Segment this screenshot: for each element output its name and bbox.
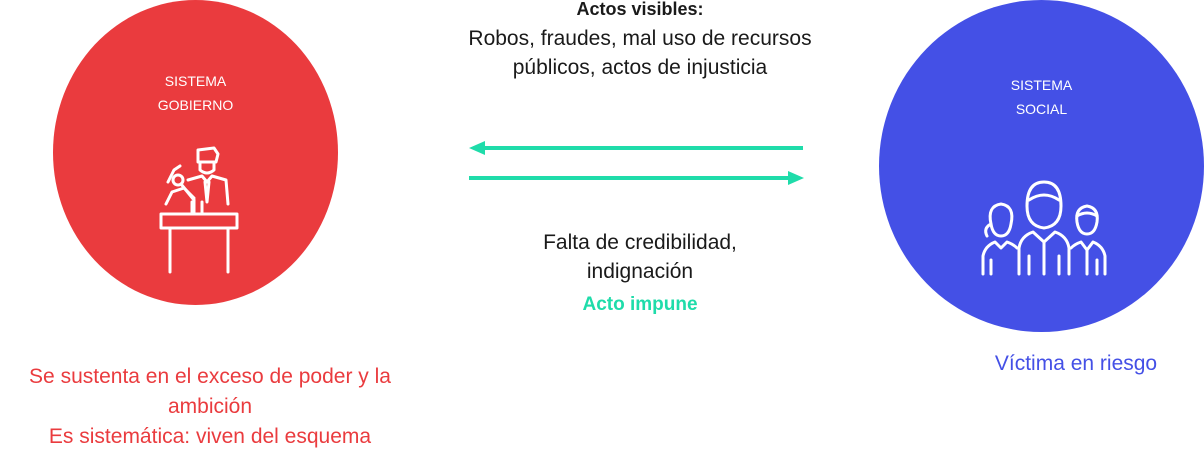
acto-impune-label: Acto impune (582, 294, 698, 315)
sistema-social-label-line-1: SISTEMA (1010, 77, 1073, 93)
gov-caption-line-3: Es sistemática: viven del esquema (48, 425, 372, 448)
sistema-gobierno-label-line-1: SISTEMA (164, 73, 227, 89)
sistema-social-node: SISTEMA SOCIAL (879, 0, 1204, 332)
gov-caption-line-2: ambición (167, 395, 253, 418)
top-relation-line-2: públicos, actos de injusticia (512, 56, 768, 79)
sistema-gobierno-label: SISTEMA GOBIERNO (53, 69, 338, 117)
sistema-gobierno-caption: Se sustenta en el exceso de poder y la a… (0, 362, 420, 452)
sistema-gobierno-label-line-2: GOBIERNO (157, 97, 234, 113)
sistema-social-label: SISTEMA SOCIAL (879, 73, 1204, 121)
top-relation-title: Actos visibles: (576, 0, 704, 19)
politician-at-podium-icon (158, 144, 240, 276)
sistema-gobierno-node: SISTEMA GOBIERNO (53, 0, 338, 305)
bottom-relation-line-1: Falta de credibilidad, (543, 231, 737, 254)
arrow-right (469, 171, 804, 185)
gov-caption-line-1: Se sustenta en el exceso de poder y la (29, 365, 391, 388)
sistema-social-caption: Víctima en riesgo (994, 352, 1158, 375)
top-relation-text: Actos visibles: Robos, fraudes, mal uso … (380, 0, 900, 82)
top-relation-line-1: Robos, fraudes, mal uso de recursos (468, 27, 812, 50)
people-group-icon (969, 176, 1119, 276)
arrow-left (469, 141, 803, 155)
bottom-relation-text: Falta de credibilidad, indignación Acto … (440, 228, 840, 319)
relation-arrows (469, 141, 804, 185)
bottom-relation-line-2: indignación (586, 260, 694, 283)
sistema-social-label-line-2: SOCIAL (1015, 101, 1068, 117)
